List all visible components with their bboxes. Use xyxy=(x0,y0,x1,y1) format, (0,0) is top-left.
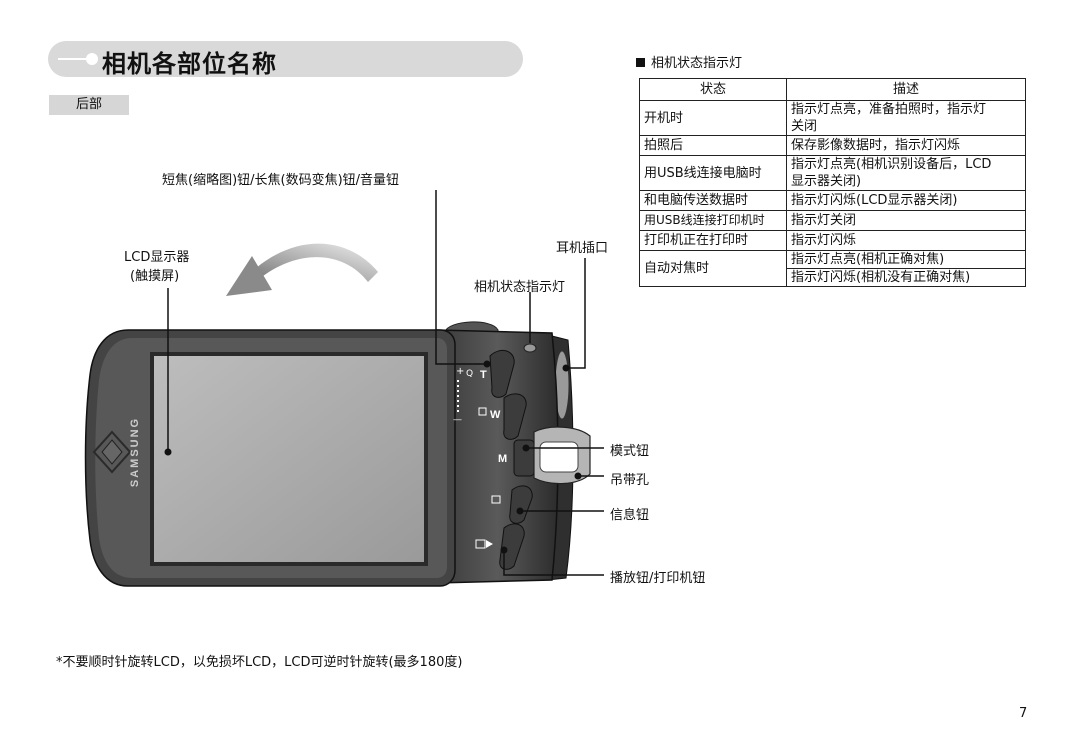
table-row: 拍照后 保存影像数据时，指示灯闪烁 xyxy=(639,135,1026,156)
table-cell-state: 开机时 xyxy=(639,100,787,136)
svg-text:T: T xyxy=(480,369,487,381)
footnote: *不要顺时针旋转LCD，以免损坏LCD，LCD可逆时针旋转(最多180度) xyxy=(56,655,463,670)
table-row: 自动对焦时 指示灯点亮(相机正确对焦) 指示灯闪烁(相机没有正确对焦) xyxy=(639,250,1026,287)
zoom-wide-button: W xyxy=(490,393,527,440)
info-button xyxy=(491,485,533,524)
title-dot-decoration xyxy=(86,53,98,65)
table-cell-state: 拍照后 xyxy=(639,135,787,156)
page-title: 相机各部位名称 xyxy=(102,50,277,78)
label-lcd: LCD显示器 xyxy=(124,250,190,265)
label-status-lamp: 相机状态指示灯 xyxy=(474,280,566,295)
table-cell-state: 打印机正在打印时 xyxy=(639,230,787,251)
table-header-description: 描述 xyxy=(786,78,1026,101)
play-print-button xyxy=(475,523,525,570)
label-info-button: 信息钮 xyxy=(610,508,650,523)
table-row: 打印机正在打印时 指示灯闪烁 xyxy=(639,230,1026,251)
label-lcd-touch: (触摸屏) xyxy=(130,269,180,284)
brand-logo: SAMSUNG xyxy=(129,417,141,487)
table-cell-description: 指示灯关闭 xyxy=(786,210,1026,231)
status-lamp-section-title: 相机状态指示灯 xyxy=(636,52,742,71)
table-row: 开机时 指示灯点亮，准备拍照时，指示灯 关闭 xyxy=(639,100,1026,136)
label-earphone-jack: 耳机插口 xyxy=(556,241,609,256)
label-strap-eyelet: 吊带孔 xyxy=(610,473,650,488)
table-cell-state: 用USB线连接电脑时 xyxy=(639,155,787,191)
title-bar xyxy=(48,41,523,77)
section-tag: 后部 xyxy=(49,95,129,115)
table-cell-state: 自动对焦时 xyxy=(639,250,787,287)
camera-back-illustration: SAMSUNG + — Q T W M xyxy=(84,190,604,587)
table-row: 用USB线连接打印机时 指示灯关闭 xyxy=(639,210,1026,231)
table-header-row: 状态 描述 xyxy=(639,78,1026,101)
label-mode-button: 模式钮 xyxy=(610,444,650,459)
thumbnail-icon xyxy=(478,407,487,416)
zoom-tele-button: T xyxy=(480,349,515,398)
status-lamp-table: 状态 描述 开机时 指示灯点亮，准备拍照时，指示灯 关闭 拍照后 保存影像数据时… xyxy=(639,78,1026,287)
square-bullet-icon xyxy=(636,58,645,67)
page-number: 7 xyxy=(1019,706,1028,721)
rotate-arrow-icon xyxy=(226,243,378,296)
svg-text:W: W xyxy=(490,409,501,421)
table-cell-state: 用USB线连接打印机时 xyxy=(639,210,787,231)
table-cell-description: 保存影像数据时，指示灯闪烁 xyxy=(786,135,1026,156)
title-line-decoration xyxy=(58,58,90,60)
lcd-screen xyxy=(154,356,424,562)
table-cell-description: 指示灯闪烁 xyxy=(786,230,1026,251)
magnify-icon: Q xyxy=(466,369,473,379)
svg-text:+: + xyxy=(456,366,464,377)
svg-text:M: M xyxy=(498,453,507,465)
table-row: 用USB线连接电脑时 指示灯点亮(相机识别设备后，LCD 显示器关闭) xyxy=(639,155,1026,191)
printer-icon xyxy=(475,539,486,549)
svg-text:—: — xyxy=(453,415,462,425)
play-icon xyxy=(486,540,493,548)
label-zoom-volume-buttons: 短焦(缩略图)钮/长焦(数码变焦)钮/音量钮 xyxy=(162,173,400,188)
table-header-state: 状态 xyxy=(639,78,787,101)
table-cell-description: 指示灯闪烁(LCD显示器关闭) xyxy=(786,190,1026,211)
label-play-print-button: 播放钮/打印机钮 xyxy=(610,571,706,586)
table-cell-description: 指示灯点亮(相机识别设备后，LCD 显示器关闭) xyxy=(786,155,1026,191)
table-cell-description: 指示灯点亮(相机正确对焦) 指示灯闪烁(相机没有正确对焦) xyxy=(786,250,1026,287)
table-cell-state: 和电脑传送数据时 xyxy=(639,190,787,211)
table-row: 和电脑传送数据时 指示灯闪烁(LCD显示器关闭) xyxy=(639,190,1026,211)
table-cell-description: 指示灯点亮，准备拍照时，指示灯 关闭 xyxy=(786,100,1026,136)
